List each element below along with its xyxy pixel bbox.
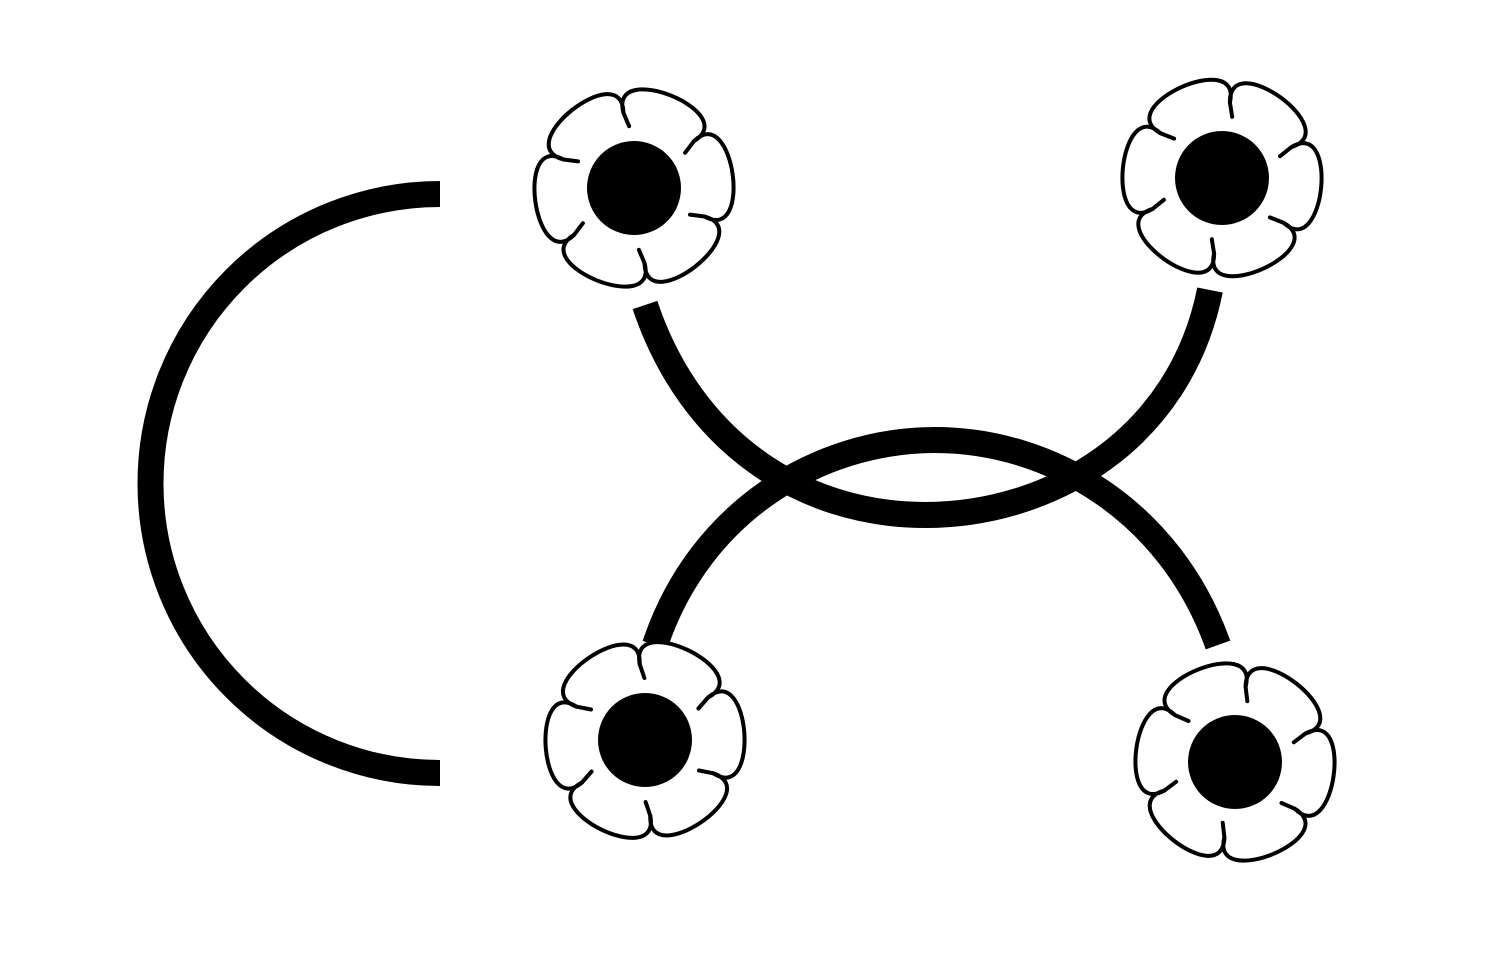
petal-notch: [637, 662, 647, 680]
flowers-group: [532, 77, 1337, 863]
flower-center: [1175, 131, 1269, 225]
flower-top-left: [532, 87, 736, 289]
petal-notch: [1162, 779, 1179, 793]
petal-notch: [1220, 820, 1227, 840]
petal-notch: [697, 768, 716, 776]
petal-notch: [1227, 100, 1235, 119]
petal-notch: [580, 769, 594, 785]
petal-notch: [688, 212, 707, 219]
flower-center: [598, 693, 692, 787]
petal-notch: [643, 800, 653, 818]
petal-notch: [1243, 684, 1250, 704]
flower-bottom-left: [543, 640, 747, 840]
petal-notch: [1278, 145, 1294, 159]
lower-arc: [642, 426, 1231, 650]
petal-notch: [1209, 237, 1217, 256]
petal-notch: [1267, 215, 1286, 225]
petal-notch: [621, 110, 632, 129]
petal-notch: [561, 157, 580, 164]
petal-notch: [1173, 713, 1191, 723]
petal-notch: [574, 704, 593, 712]
petal-notch: [1279, 801, 1297, 811]
petal-notch: [1158, 131, 1177, 141]
petal-notch: [1150, 197, 1166, 211]
left-arc: [137, 181, 441, 786]
petal-notch: [636, 247, 647, 266]
flower-top-right: [1120, 77, 1324, 279]
petal-notch: [683, 139, 696, 155]
upper-arc: [632, 287, 1223, 529]
petal-notch: [572, 221, 585, 237]
flower-center: [587, 141, 681, 235]
petal-notch: [696, 695, 710, 711]
flower-center: [1188, 715, 1282, 809]
flower-bottom-right: [1133, 661, 1337, 863]
petal-notch: [1291, 731, 1308, 745]
